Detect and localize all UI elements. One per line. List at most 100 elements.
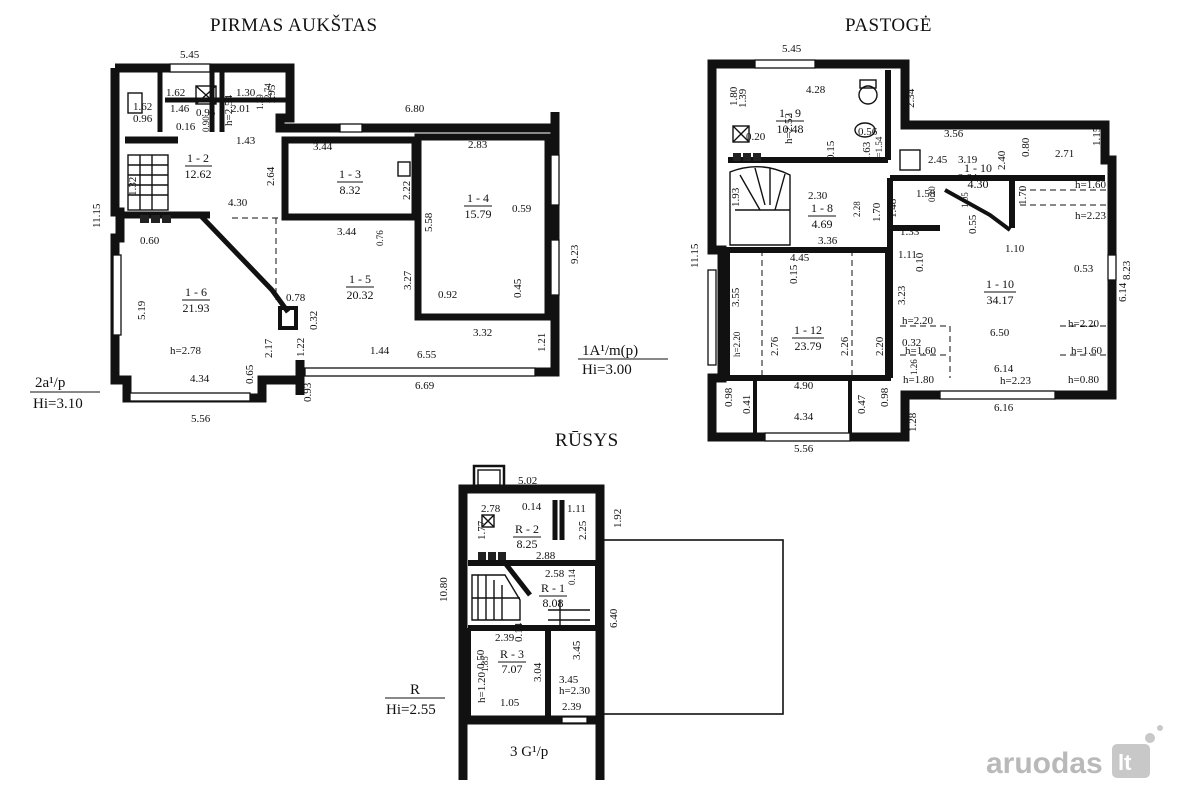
svg-text:8.32: 8.32 [340,183,361,197]
attic-window-east [1107,254,1117,281]
dimension-label: 3.44 [337,226,357,238]
dimension-label: 0.50 [475,649,487,669]
dimension-label: 1.92 [612,509,624,528]
dimension-label: 3.19 [958,154,978,166]
sink-fixture [854,122,876,138]
dimension-label: 1.48 [887,198,899,218]
svg-text:1A¹/m(p): 1A¹/m(p) [582,343,638,359]
svg-text:R - 3: R - 3 [500,647,524,661]
dimension-label: 1.39 [737,88,749,108]
dimension-label: 1.10 [1005,243,1025,255]
dimension-label: 0.20 [746,131,766,143]
sink-fixture [397,161,411,177]
dimension-label: 0.76 [375,230,385,246]
svg-text:10.48: 10.48 [777,122,804,136]
basement-title: RŪSYS [555,430,619,451]
dimension-label: 0.93 [302,382,314,402]
first-floor-right-legend: 1A¹/m(p) Hi=3.00 [578,343,668,378]
dimension-label: 4.34 [794,411,814,423]
first-floor-left-legend: 2a¹/p Hi=3.10 [30,375,100,412]
dimension-label: 0.55 [967,214,979,234]
attic-fixture-2 [899,149,921,171]
room-1-9-label: 1 - 9 10.48 [776,106,804,136]
svg-text:1 - 8: 1 - 8 [811,201,833,215]
dimension-label: 1.30 [236,87,256,99]
svg-text:1 - 9: 1 - 9 [779,106,801,120]
svg-text:lt: lt [1118,750,1132,775]
dimension-label: 5.56 [794,443,814,455]
svg-text:12.62: 12.62 [185,167,212,181]
svg-text:R - 2: R - 2 [515,522,539,536]
dimension-label: 0.10 [914,252,926,272]
dimension-label: 0.59 [512,203,532,215]
svg-text:R: R [410,682,420,698]
dimension-label: 6.50 [990,327,1010,339]
svg-text:20.32: 20.32 [347,288,374,302]
svg-text:1 - 12: 1 - 12 [794,323,822,337]
dimension-label: h=2.20 [902,315,933,327]
room-1-5-label: 1 - 5 20.32 [346,272,374,302]
vent-3 [162,215,171,223]
attic-window-west [707,269,717,366]
basement-stairs [471,574,521,621]
dimension-label: 0.32 [902,337,921,349]
first-floor-plan: 1 - 2 12.62 1 - 3 8.32 1 - 4 15.79 1 - 5… [91,49,581,425]
dimension-label: 2.17 [263,338,275,358]
dimension-label: h=2.20 [732,331,742,357]
svg-text:Hi=3.00: Hi=3.00 [582,362,632,378]
dimension-label: 5.45 [782,43,802,55]
basement-plan: R - 2 8.25 R - 1 8.08 R - 3 7.07 5.022.7… [438,464,784,780]
dimension-label: 2.88 [536,550,556,562]
basement-partitions [465,560,601,720]
dimension-label: h=2.30 [559,685,590,697]
basement-legend: R Hi=2.55 [385,682,445,718]
dimension-label: 0.53 [1074,263,1094,275]
dimension-label: 6.14 [994,363,1014,375]
dimension-label: h=1.60 [1075,179,1106,191]
dimension-label: 2.58 [545,568,565,580]
dimension-label: 2.64 [958,172,978,184]
dimension-label: 5.02 [518,475,537,487]
fixture-small [127,92,143,114]
stair-steps [128,155,168,210]
svg-text:1 - 6: 1 - 6 [185,285,207,299]
dimension-label: 2.40 [996,150,1008,170]
vent-2 [151,215,160,223]
room-1-10-small-label: 1 - 10 4.30 [962,161,994,191]
dimension-label: 2.26 [839,336,851,356]
dimension-label: 2.45 [928,154,948,166]
dimension-label: 0.15 [825,140,837,160]
stairs [127,154,169,211]
room-1-4-walls [414,133,552,321]
dimension-label: 11.15 [91,203,103,228]
room-r-1-label: R - 1 8.08 [539,581,567,610]
dimension-label: 0.14 [522,501,542,513]
svg-text:34.17: 34.17 [987,293,1014,307]
dimension-label: 0.47 [856,394,868,414]
dimension-label: 1.39 [255,94,265,110]
dimension-label: h=2.52 [783,113,795,144]
attic-outer-wall [707,59,1117,442]
dimension-label: 1.58 [916,188,936,200]
dimension-label: 3.45 [571,640,583,660]
dimension-label: 1.43 [236,135,256,147]
dimension-label: 2.01 [231,103,250,115]
dimension-label: 3.55 [730,287,742,307]
dimension-label: 1.95 [266,84,278,104]
dimension-label: 0.41 [741,395,753,414]
attic-window-south [764,432,851,442]
svg-text:1 - 3: 1 - 3 [339,167,361,181]
svg-text:Hi=2.55: Hi=2.55 [386,702,436,718]
dimension-label: 2.74 [263,83,273,99]
dimension-label: 1.77 [476,520,488,540]
svg-text:8.08: 8.08 [543,596,564,610]
dimension-label: 0.98 [879,387,891,407]
dimension-label: 0.16 [176,121,196,133]
window-terrace [304,367,536,377]
attic-partitions [887,175,1105,378]
attic-dashed-room [761,250,853,378]
basement-boiler [481,514,495,528]
svg-text:Hi=3.10: Hi=3.10 [33,396,83,412]
